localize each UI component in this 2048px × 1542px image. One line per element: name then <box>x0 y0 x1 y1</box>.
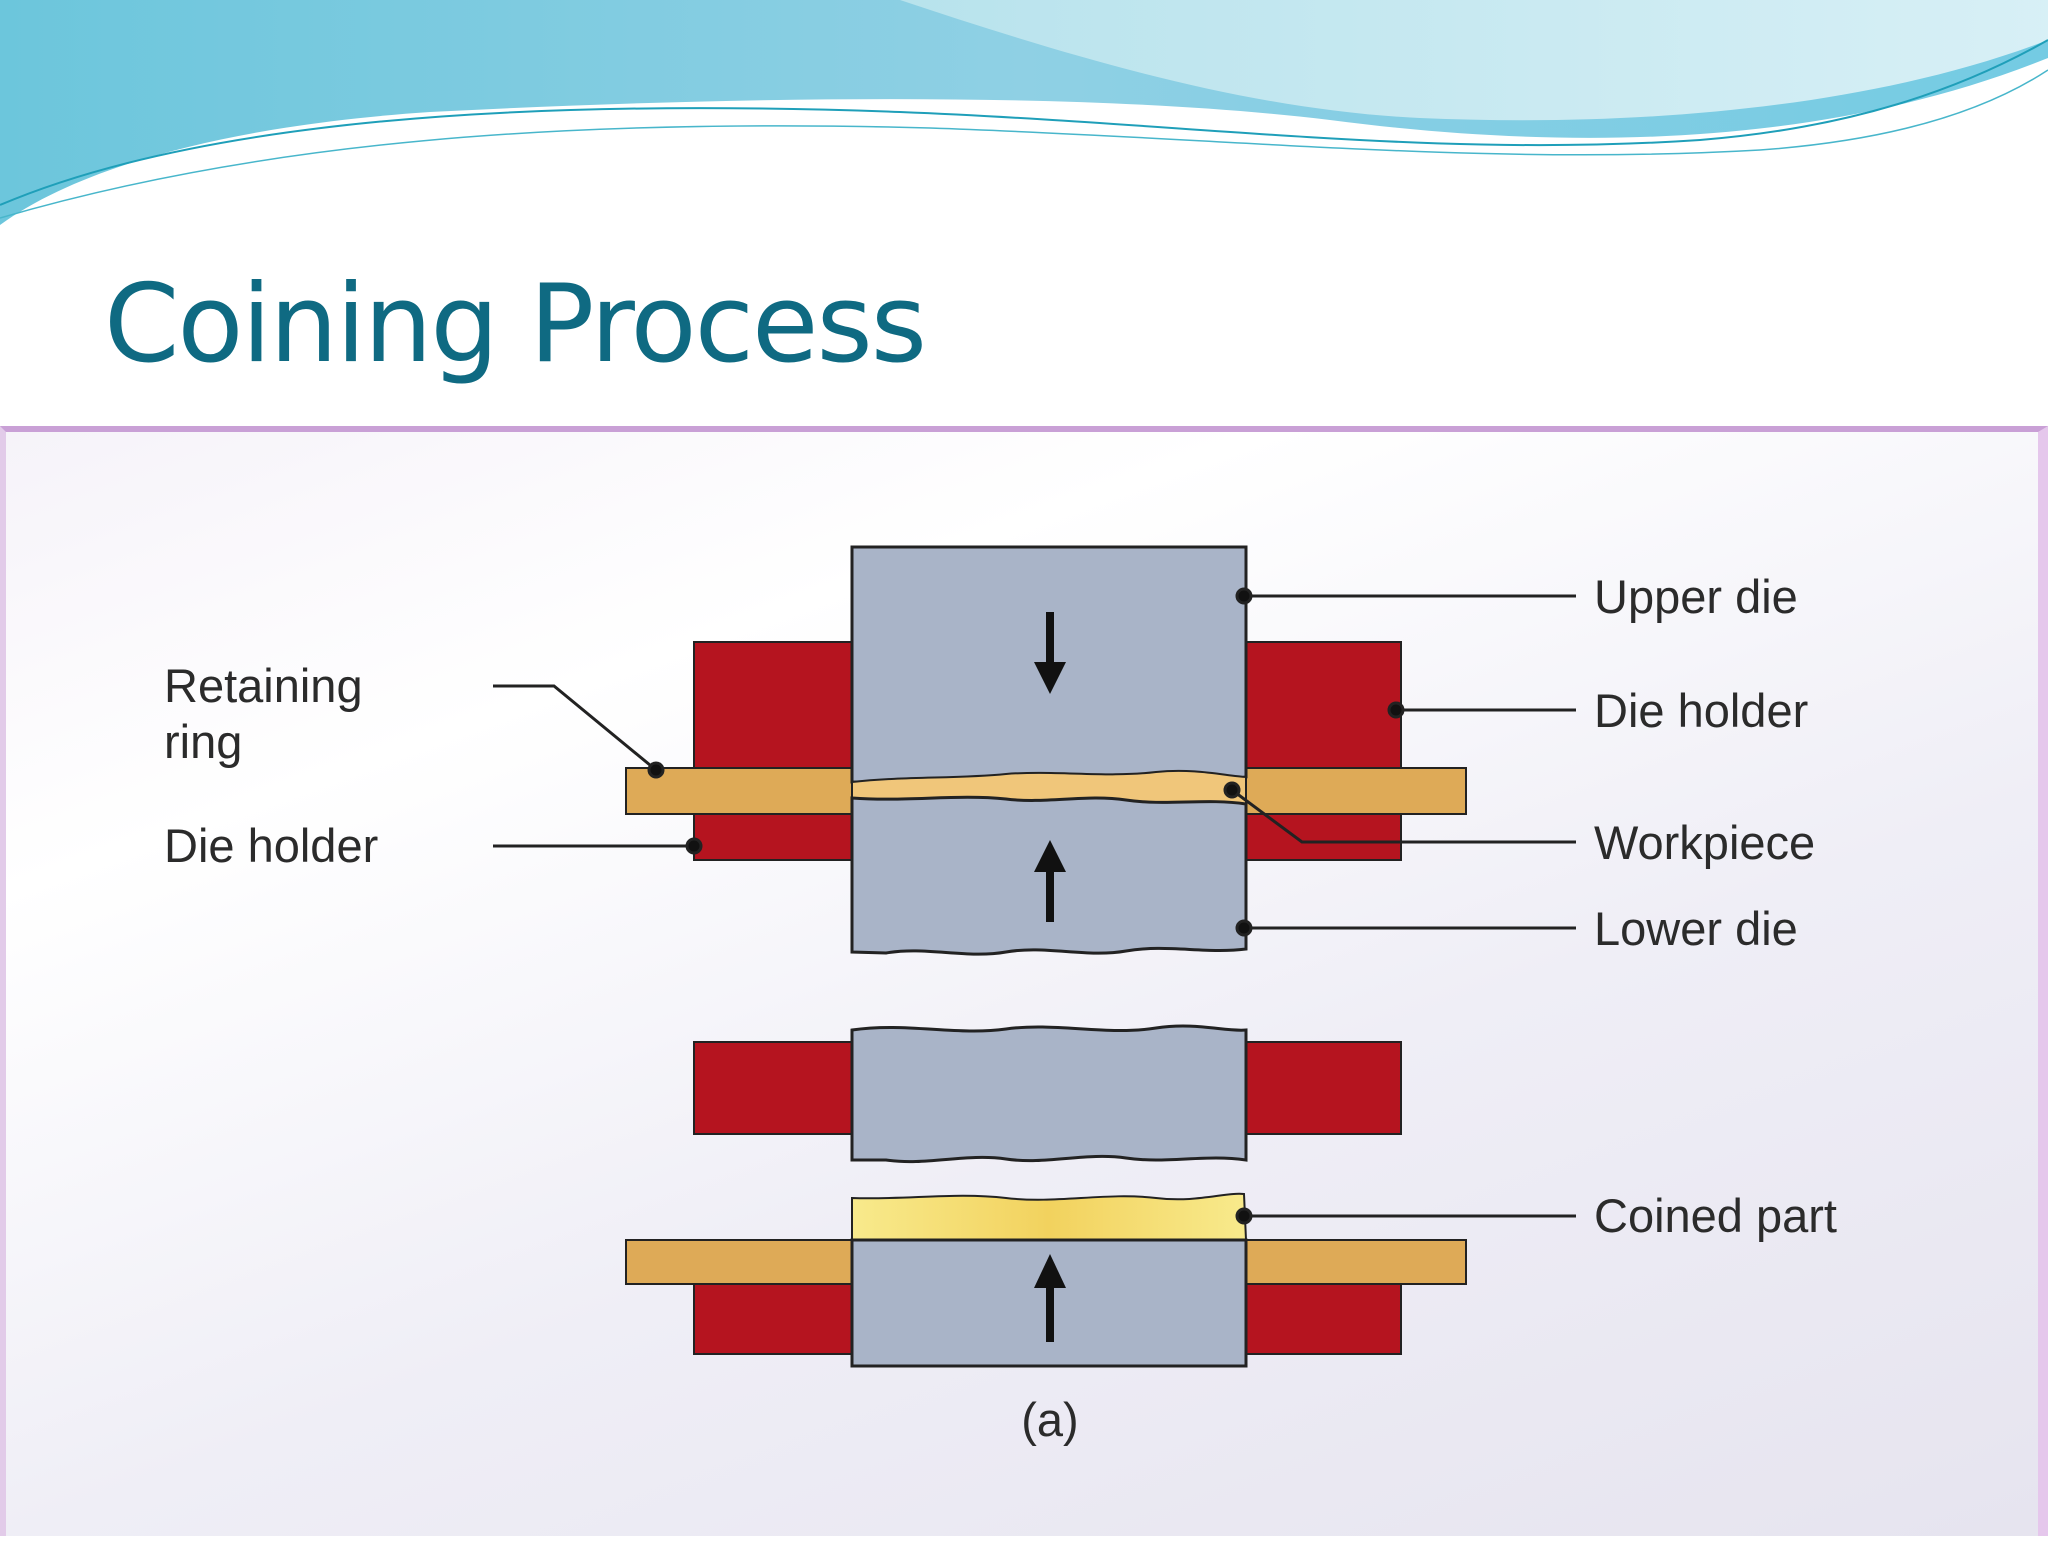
header-wave-decoration <box>0 0 2048 225</box>
upper-assembly <box>625 545 1467 956</box>
die-holder-top-right <box>1242 1041 1402 1135</box>
slide-title: Coining Process <box>104 262 927 387</box>
coined-part <box>851 1192 1248 1241</box>
label-workpiece: Workpiece <box>1594 816 1815 869</box>
die-holder-bottom-left <box>693 1273 860 1355</box>
leader-lines <box>493 587 1576 1225</box>
label-die-holder-right: Die holder <box>1594 684 1808 737</box>
label-lower-die: Lower die <box>1594 902 1798 955</box>
die-holder-upper-right <box>1242 641 1402 773</box>
down-arrow-icon <box>1034 612 1066 694</box>
up-arrow-icon <box>1034 1254 1066 1342</box>
figure-caption: (a) <box>1021 1393 1078 1446</box>
up-arrow-icon <box>1034 840 1066 922</box>
die-holder-lower-left <box>693 809 860 861</box>
label-retaining-ring-line1: Retaining <box>164 659 363 712</box>
die-holder-upper-left <box>693 641 860 773</box>
upper-die-separated <box>850 1024 1248 1164</box>
die-holder-bottom-right <box>1242 1273 1402 1355</box>
coining-diagram-figure: Upper die Die holder Workpiece Lower die… <box>0 426 2048 1536</box>
label-upper-die: Upper die <box>1594 570 1798 623</box>
die-holder-top-left <box>693 1041 860 1135</box>
label-retaining-ring-line2: ring <box>164 715 242 768</box>
lower-assembly <box>625 1024 1467 1368</box>
label-die-holder-left: Die holder <box>164 819 378 872</box>
coining-diagram: Upper die Die holder Workpiece Lower die… <box>164 545 1837 1446</box>
label-coined-part: Coined part <box>1594 1189 1837 1242</box>
